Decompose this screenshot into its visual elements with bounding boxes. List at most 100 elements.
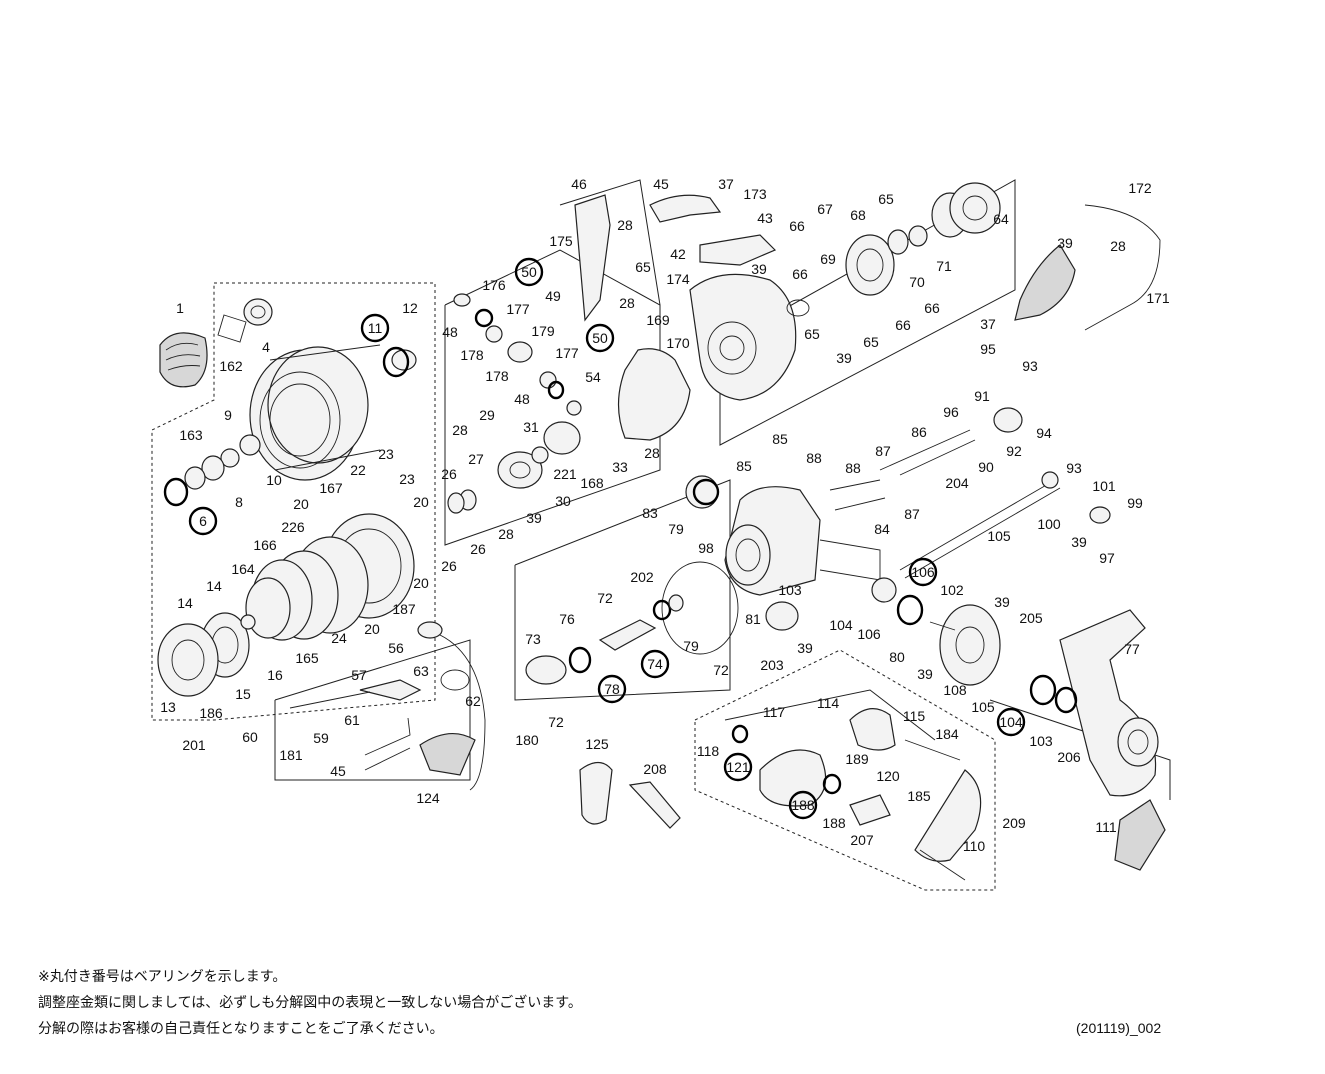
part-label: 205	[1019, 610, 1043, 626]
part-label: 204	[945, 475, 969, 491]
part-label: 15	[235, 686, 251, 702]
part-label: 103	[1029, 733, 1053, 749]
rotor-parts	[447, 293, 691, 514]
handle-parts	[731, 708, 982, 881]
part-label: 115	[903, 708, 926, 724]
part-label: 46	[571, 176, 587, 192]
part-label: 110	[963, 838, 986, 854]
part-label: 16	[267, 667, 283, 683]
part-label: 39	[526, 510, 542, 526]
part-label: 177	[555, 345, 579, 361]
part-label: 105	[971, 699, 995, 715]
part-label: 66	[924, 300, 940, 316]
bail-parts	[289, 621, 681, 829]
part-label: 56	[388, 640, 404, 656]
part-label: 166	[253, 537, 277, 553]
part-label: 165	[295, 650, 319, 666]
part-label: 87	[904, 506, 920, 522]
part-label: 26	[441, 558, 457, 574]
spool-parts	[157, 298, 417, 697]
part-label: 13	[160, 699, 176, 715]
part-label: 45	[653, 176, 669, 192]
part-label: 28	[452, 422, 468, 438]
part-label: 188	[791, 797, 815, 813]
part-label: 91	[974, 388, 990, 404]
part-label: 85	[772, 431, 788, 447]
part-label: 37	[718, 176, 734, 192]
part-label: 120	[876, 768, 900, 784]
part-label: 28	[644, 445, 660, 461]
part-label: 39	[797, 640, 813, 656]
part-label: 66	[792, 266, 808, 282]
part-label: 85	[736, 458, 752, 474]
part-label: 175	[549, 233, 573, 249]
part-label: 30	[555, 493, 571, 509]
body-cover-parts	[574, 194, 797, 401]
part-label: 39	[751, 261, 767, 277]
handle-sub-box	[724, 689, 936, 741]
body-cover-box	[559, 179, 661, 306]
part-label: 62	[465, 693, 481, 709]
part-label: 170	[666, 335, 690, 351]
part-label: 39	[836, 350, 852, 366]
part-label: 79	[683, 638, 699, 654]
part-label: 66	[895, 317, 911, 333]
part-label: 48	[514, 391, 530, 407]
part-label: 86	[911, 424, 927, 440]
part-label: 206	[1057, 749, 1081, 765]
part-label: 20	[413, 494, 429, 510]
part-label: 39	[994, 594, 1010, 610]
part-label: 185	[907, 788, 931, 804]
part-label: 106	[857, 626, 881, 642]
part-label: 50	[521, 264, 537, 280]
part-label: 39	[1071, 534, 1087, 550]
bearing-note: ※丸付き番号はベアリングを示します。	[38, 969, 287, 985]
part-label: 90	[978, 459, 994, 475]
part-label: 74	[647, 656, 663, 672]
part-label: 188	[822, 815, 846, 831]
part-label: 202	[630, 569, 654, 585]
part-label: 104	[829, 617, 853, 633]
disassembly-note: 分解の際はお客様の自己責任となりますことをご了承ください。	[38, 1021, 444, 1037]
part-label: 118	[697, 743, 720, 759]
part-label: 50	[592, 330, 608, 346]
part-label: 87	[875, 443, 891, 459]
part-label: 209	[1002, 815, 1026, 831]
part-label: 207	[850, 832, 874, 848]
part-label: 93	[1066, 460, 1082, 476]
part-label: 27	[468, 451, 484, 467]
part-label: 65	[878, 191, 894, 207]
part-label: 26	[470, 541, 486, 557]
part-label: 106	[911, 564, 935, 580]
part-label: 176	[482, 277, 506, 293]
part-label: 169	[646, 312, 670, 328]
part-label: 187	[392, 601, 416, 617]
part-label: 65	[863, 334, 879, 350]
part-label: 186	[199, 705, 223, 721]
part-label: 28	[617, 217, 633, 233]
part-label: 10	[266, 472, 282, 488]
part-label: 181	[279, 747, 303, 763]
part-labels: 1 162 4 12 11 9 163 8 10 6 23 22 167 23 …	[160, 176, 1170, 854]
part-label: 64	[993, 211, 1009, 227]
part-label: 1	[176, 300, 184, 316]
rotor-cap-parts	[786, 182, 1001, 317]
handle-assembly-box	[694, 649, 996, 891]
part-label: 63	[413, 663, 429, 679]
part-label: 117	[763, 704, 786, 720]
part-label: 208	[643, 761, 667, 777]
part-label: 201	[182, 737, 206, 753]
part-label: 29	[479, 407, 495, 423]
part-label: 108	[943, 682, 967, 698]
part-label: 28	[498, 526, 514, 542]
bail-box	[274, 639, 471, 781]
part-label: 20	[413, 575, 429, 591]
part-label: 33	[612, 459, 628, 475]
part-label: 12	[402, 300, 418, 316]
part-label: 11	[368, 320, 383, 336]
part-label: 48	[442, 324, 458, 340]
part-label: 14	[177, 595, 193, 611]
part-label: 70	[909, 274, 925, 290]
part-label: 180	[515, 732, 539, 748]
part-label: 72	[713, 662, 729, 678]
